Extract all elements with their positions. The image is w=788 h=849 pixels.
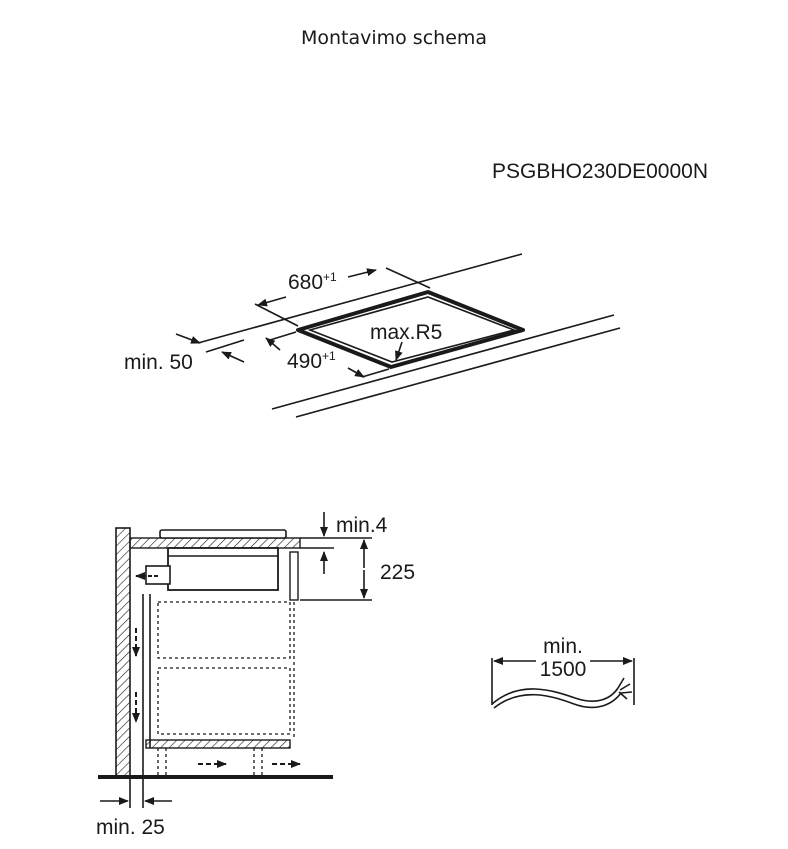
countertop-front-edge-2	[295, 327, 621, 418]
hob-glass	[159, 529, 287, 539]
wall-gap-label: min. 25	[96, 816, 165, 839]
depth-dimension: 490+1	[287, 349, 336, 373]
cabinet-bottom	[145, 739, 291, 749]
worktop	[129, 537, 301, 549]
countertop-back-edge	[197, 253, 523, 344]
countertop-front-edge-1	[271, 314, 615, 410]
top-view: 680+1 490+1 max.R5 min. 50	[124, 253, 621, 418]
power-cable: min. 1500	[491, 635, 635, 709]
drawer-upper	[157, 601, 291, 659]
cable-length-label-1: min.	[543, 635, 583, 658]
cutout-inner	[307, 296, 517, 363]
gap-label: min.4	[336, 514, 388, 537]
page-title: Montavimo schema	[300, 27, 488, 49]
width-dimension: 680+1	[288, 270, 337, 294]
side-view: min.4 225 min. 25	[96, 512, 415, 839]
cable-length-label-2: 1500	[540, 658, 587, 681]
drawer-lower	[157, 667, 291, 735]
cutout-outline	[296, 290, 525, 369]
wall	[115, 527, 131, 777]
hob-body	[167, 547, 279, 591]
model-code: PSGBHO230DE0000N	[492, 160, 708, 183]
edge-distance-label: min. 50	[124, 351, 193, 374]
cabinet-front-panel	[289, 551, 299, 601]
radius-label: max.R5	[370, 321, 442, 344]
height-label: 225	[380, 561, 415, 584]
